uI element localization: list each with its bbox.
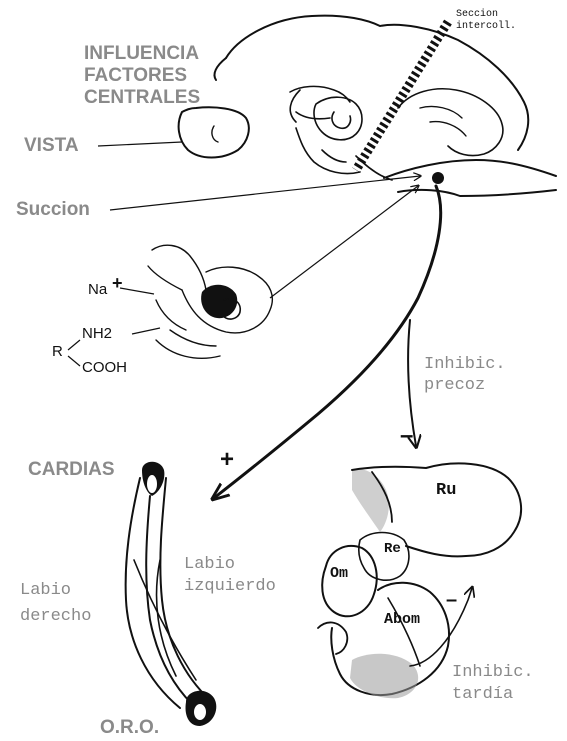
succion-arrow [110,176,420,210]
inhib-tardia-label-line1: Inhibic. [452,664,534,681]
rumen-label: Ru [436,482,456,499]
labio-derecho-label-line2: derecho [20,608,91,625]
seccion-intercoll-cut [356,22,448,170]
nh2-label: NH2 [82,326,112,341]
inhib-precoz-label-line2: precoz [424,377,485,394]
brain-outline [214,16,556,196]
inhib-precoz-label-line1: Inhibic. [424,356,506,373]
seccion-label-line2: intercoll. [456,22,516,32]
na-label: Na [88,282,107,297]
labio-izquierdo-label-line1: Labio [184,556,235,573]
cooh-label: COOH [82,360,127,375]
vista-region [179,107,249,157]
efferent-pathway [214,186,441,498]
taste-arrow [270,186,418,298]
medulla-center-dot [432,172,444,184]
cardias-label: CARDIAS [28,460,115,479]
succion-label: Succion [16,200,90,219]
vista-label: VISTA [24,136,79,155]
inhib-tardia-label-line2: tardía [452,686,513,703]
vista-arrow [98,142,182,146]
abomasum-label: Abom [384,612,420,627]
oral-receptor-drawing [68,245,272,366]
oro-label: O.R.O. [100,718,159,737]
influencia-label-line2: FACTORES [84,66,187,85]
omasum-label: Om [330,566,348,581]
influencia-label-line1: INFLUENCIA [84,44,199,63]
influencia-label-line3: CENTRALES [84,88,200,107]
r-label: R [52,344,63,359]
labio-derecho-label-line1: Labio [20,582,71,599]
abomasum-minus-sign: – [446,590,457,610]
labio-izquierdo-label-line2: izquierdo [184,578,276,595]
excitatory-plus-sign: + [220,448,234,472]
reticulum-label: Re [384,542,401,556]
na-plus-label: + [112,274,123,292]
inhibitory-minus-sign: – [400,424,413,448]
seccion-label-line1: Seccion [456,10,498,20]
